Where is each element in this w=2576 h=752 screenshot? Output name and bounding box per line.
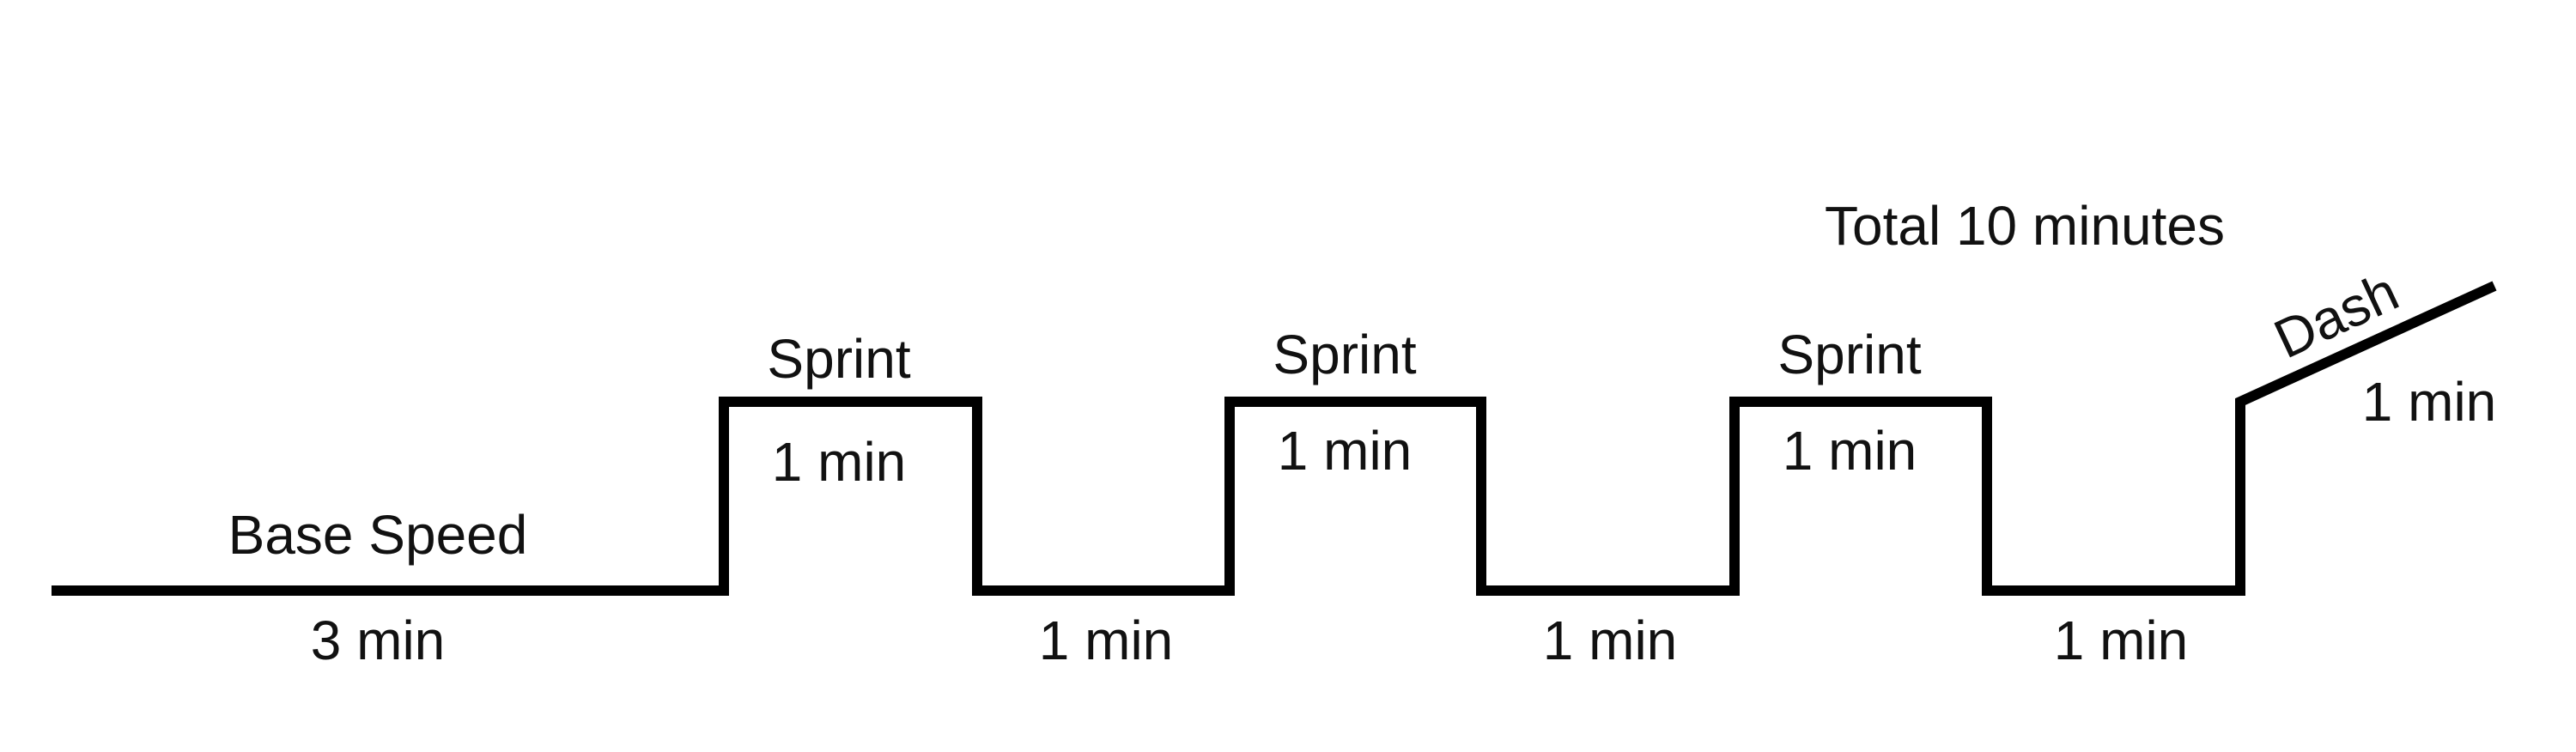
segment-duration-dash: 1 min [2362, 371, 2497, 433]
segment-duration-recovery-2: 1 min [1543, 609, 1678, 671]
segment-name-sprint-2: Sprint [1273, 324, 1416, 385]
segment-duration-sprint-3: 1 min [1783, 420, 1917, 482]
segment-duration-recovery-3: 1 min [2054, 609, 2189, 671]
segment-duration-recovery-1: 1 min [1039, 609, 1174, 671]
segment-name-base-speed: Base Speed [228, 504, 528, 566]
speed-profile-line [52, 281, 2497, 596]
segment-duration-sprint-2: 1 min [1278, 420, 1413, 482]
segment-name-sprint-3: Sprint [1777, 324, 1921, 385]
segment-name-sprint-1: Sprint [767, 328, 910, 390]
segment-duration-base-speed: 3 min [311, 609, 446, 671]
segment-duration-sprint-1: 1 min [772, 431, 907, 493]
total-duration-title: Total 10 minutes [1825, 195, 2225, 257]
